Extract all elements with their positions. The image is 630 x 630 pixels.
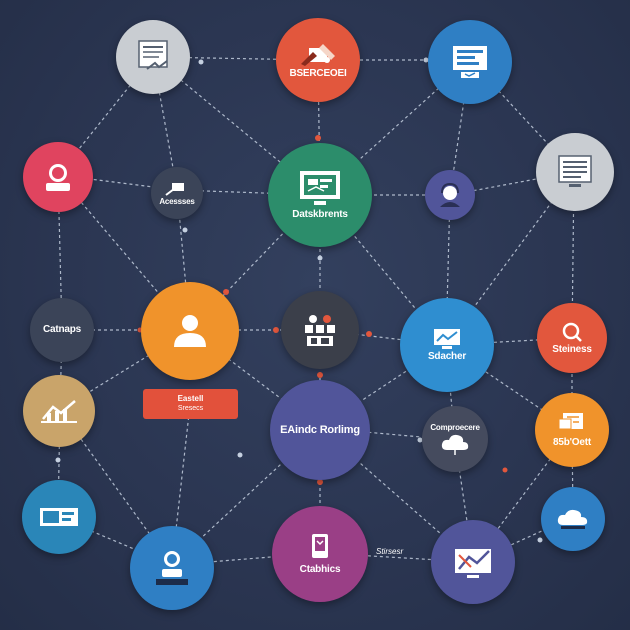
node-blue-bottom-left[interactable] <box>130 526 214 610</box>
node-left-dark[interactable]: Catnaps <box>30 298 94 362</box>
node-label: Acessses <box>159 196 195 206</box>
tools-icon <box>297 40 339 68</box>
connector-dot <box>273 327 279 333</box>
node-top-left[interactable] <box>116 20 190 94</box>
user-icon <box>40 159 76 195</box>
node-right-gray[interactable] <box>536 133 614 211</box>
connector-dot <box>315 135 321 141</box>
user-icon <box>168 311 212 351</box>
card-icon <box>38 505 80 529</box>
node-center-dark[interactable] <box>281 291 359 369</box>
status-badge: Eastell Sresecs <box>143 389 238 419</box>
node-label: Catnaps <box>42 324 82 335</box>
cloud-icon <box>555 507 591 531</box>
chart-icon <box>39 397 79 425</box>
node-label: Ctabhics <box>299 564 341 575</box>
badge-title: Eastell <box>177 394 204 403</box>
node-purple-bottom[interactable] <box>431 520 515 604</box>
node-label: EAindc Rorlimg <box>280 424 360 436</box>
search-icon <box>560 320 584 344</box>
node-orange-right[interactable]: 85b'Oett <box>535 393 609 467</box>
connector-dot <box>317 255 323 261</box>
headset-icon <box>436 181 464 209</box>
grid-icon <box>299 309 341 351</box>
monitor-icon <box>296 169 344 209</box>
person-desk-icon <box>152 547 192 589</box>
badge-subtitle: Sresecs <box>177 405 204 412</box>
node-teal-left[interactable] <box>22 480 96 554</box>
node-red-right[interactable]: Steiness <box>537 303 607 373</box>
node-small-dark-left[interactable]: Acessses <box>151 167 203 219</box>
chart-icon <box>432 327 462 351</box>
connector-dot <box>198 59 204 65</box>
node-top-center[interactable]: BSERCEOEI <box>276 18 360 102</box>
node-label: Steiness <box>552 344 592 355</box>
node-mid-left-pink[interactable] <box>23 142 93 212</box>
monitor-icon <box>449 42 491 82</box>
node-tan-left[interactable] <box>23 375 95 447</box>
tools-icon <box>164 181 190 197</box>
cloud-icon <box>439 432 471 456</box>
connector-dot <box>55 457 61 463</box>
node-label: 85b'Oett <box>552 437 591 448</box>
node-label: Comproecere <box>430 422 480 432</box>
node-blue-small-right[interactable] <box>541 487 605 551</box>
node-label: BSERCEOEI <box>289 68 347 79</box>
connector-dot <box>502 467 508 473</box>
document-icon <box>133 39 173 75</box>
connector-dot <box>223 289 229 295</box>
chart-icon <box>451 543 495 581</box>
connector-dot <box>366 331 372 337</box>
phone-icon <box>306 532 334 564</box>
node-center-green[interactable]: Datskbrents <box>268 143 372 247</box>
node-label: Sdacher <box>427 351 467 362</box>
node-small-purple[interactable] <box>425 170 475 220</box>
connector-dot <box>182 227 188 233</box>
connector-dot <box>237 452 243 458</box>
node-top-right[interactable] <box>428 20 512 104</box>
connector-dot <box>537 537 543 543</box>
node-label: Datskbrents <box>292 209 348 220</box>
node-blue-right[interactable]: Sdacher <box>400 298 494 392</box>
connector-label: Stirsesr <box>376 547 404 556</box>
node-magenta-bottom[interactable]: Ctabhics <box>272 506 368 602</box>
document-icon <box>555 152 595 192</box>
node-orange-user[interactable] <box>141 282 239 380</box>
connector-dot <box>317 372 323 378</box>
node-cloud-dark[interactable]: Comproecere <box>422 406 488 472</box>
node-purple-center[interactable]: EAindc Rorlimg <box>270 380 370 480</box>
document-icon <box>557 411 587 437</box>
